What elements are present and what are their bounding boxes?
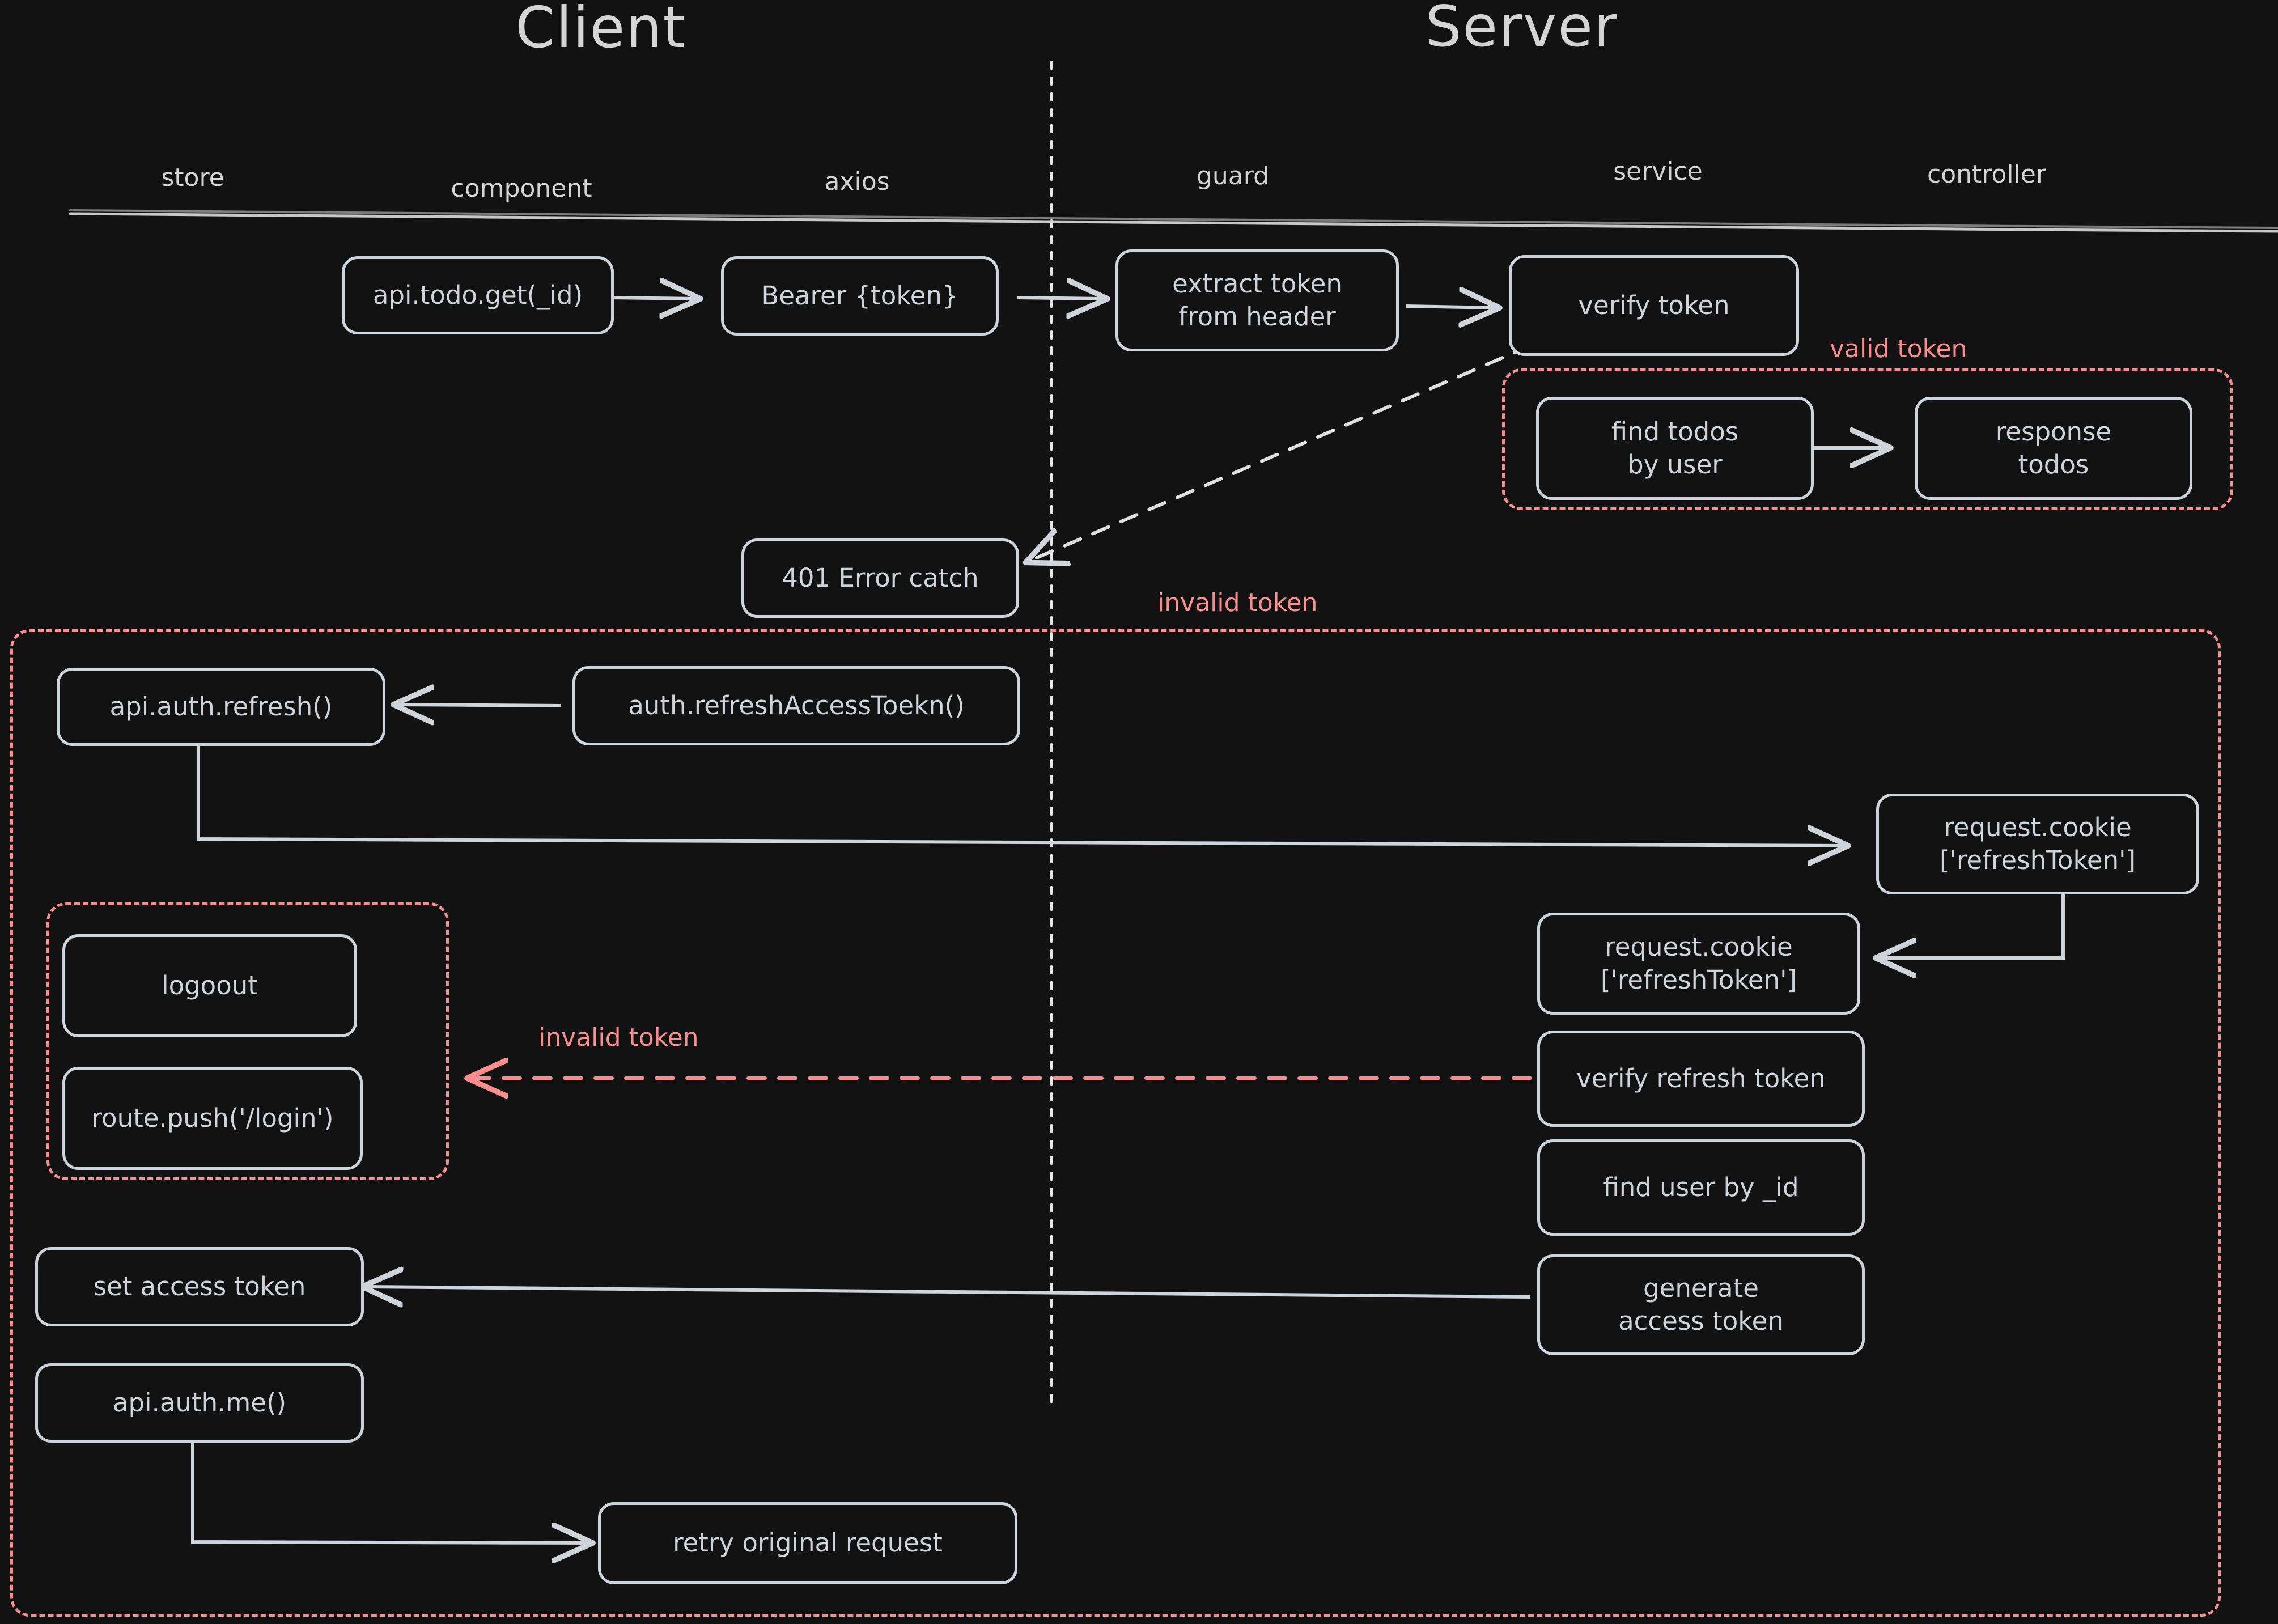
lane-label-store: store — [161, 163, 224, 192]
node-request-cookie-controller[interactable]: request.cookie ['refreshToken'] — [1876, 794, 2199, 894]
node-request-cookie-service[interactable]: request.cookie ['refreshToken'] — [1537, 913, 1860, 1015]
lane-header-rule — [69, 212, 2278, 233]
node-bearer-token[interactable]: Bearer {token} — [721, 256, 999, 336]
node-verify-refresh-token[interactable]: verify refresh token — [1537, 1031, 1865, 1127]
group-logout — [46, 902, 449, 1180]
lane-label-component: component — [451, 174, 592, 203]
node-set-access-token[interactable]: set access token — [35, 1247, 364, 1326]
annotation-valid-token: valid token — [1830, 334, 1967, 363]
node-find-user-by-id[interactable]: find user by _id — [1537, 1139, 1865, 1236]
annotation-invalid-token-top: invalid token — [1157, 588, 1318, 617]
node-extract-token[interactable]: extract token from header — [1115, 249, 1399, 351]
node-route-push-login[interactable]: route.push('/login') — [62, 1067, 363, 1170]
group-invalid-token — [10, 629, 2221, 1617]
arrow-todo-to-bearer — [609, 298, 697, 299]
annotation-invalid-token-logout: invalid token — [538, 1023, 699, 1052]
node-retry-original-request[interactable]: retry original request — [598, 1502, 1017, 1584]
node-response-todos[interactable]: response todos — [1915, 397, 2192, 500]
node-generate-access-token[interactable]: generate access token — [1537, 1254, 1865, 1355]
node-error-401-catch[interactable]: 401 Error catch — [741, 538, 1019, 618]
node-api-auth-me[interactable]: api.auth.me() — [35, 1363, 364, 1443]
section-title-server: Server — [1426, 0, 1618, 60]
node-find-todos-by-user[interactable]: find todos by user — [1536, 397, 1814, 500]
lane-label-service: service — [1613, 157, 1703, 186]
group-valid-token — [1502, 368, 2233, 510]
lane-label-axios: axios — [824, 167, 890, 196]
lane-label-controller: controller — [1927, 160, 2046, 189]
node-auth-refresh-access-token[interactable]: auth.refreshAccessToekn() — [572, 666, 1020, 745]
node-logoout[interactable]: logoout — [62, 934, 357, 1037]
section-title-client: Client — [515, 0, 686, 61]
lane-label-guard: guard — [1196, 162, 1270, 190]
node-api-auth-refresh[interactable]: api.auth.refresh() — [57, 668, 385, 746]
arrow-extract-to-verify — [1405, 306, 1496, 308]
node-verify-token[interactable]: verify token — [1509, 255, 1799, 356]
node-api-todo-get[interactable]: api.todo.get(_id) — [342, 256, 614, 334]
arrow-bearer-to-extract — [1017, 298, 1104, 299]
arrow-verify-to-401 — [1029, 344, 1532, 561]
